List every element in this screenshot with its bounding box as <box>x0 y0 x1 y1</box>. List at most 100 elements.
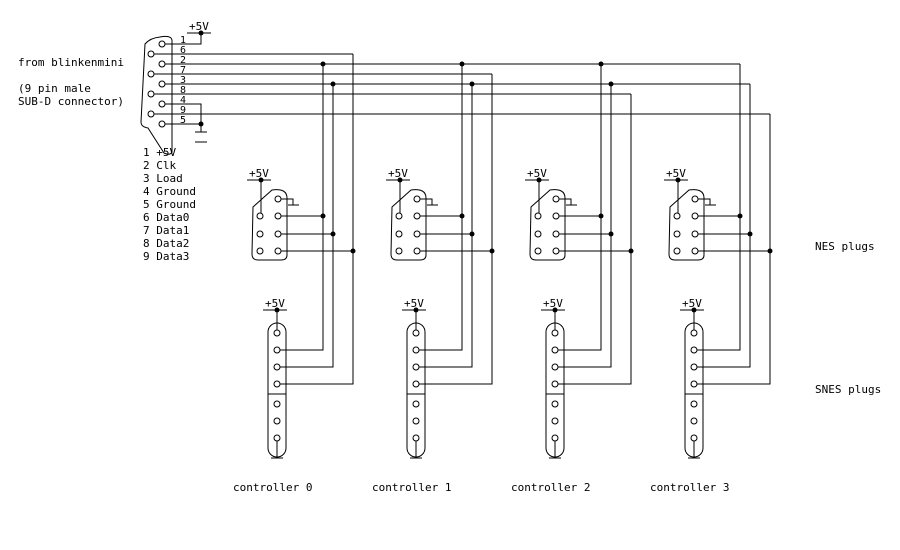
sub-d-pin-number: 1 <box>180 35 186 46</box>
pin-contact <box>551 434 559 442</box>
pin-contact <box>147 50 155 58</box>
pin-contact <box>147 70 155 78</box>
pin-contact <box>690 380 698 388</box>
vcc-label: +5V <box>666 167 686 180</box>
pin-contact <box>413 247 421 255</box>
signal-bus <box>190 53 771 384</box>
sub-d-pin-number: 4 <box>180 95 186 106</box>
pin-legend-item: 2 Clk <box>143 159 176 172</box>
pin-contact <box>673 212 681 220</box>
pin-contact <box>673 247 681 255</box>
pin-contact <box>691 212 699 220</box>
pin-contact <box>552 230 560 238</box>
pin-contact <box>412 346 420 354</box>
pin-contact <box>412 363 420 371</box>
snes-load-wire <box>558 357 612 368</box>
pin-contact <box>551 329 559 337</box>
controller-3-label: controller 3 <box>650 481 729 494</box>
pin-contact <box>551 417 559 425</box>
junction-dot <box>747 231 753 237</box>
vcc-label: +5V <box>249 167 269 180</box>
pin-contact <box>256 212 264 220</box>
pin-contact <box>158 40 166 48</box>
junction-dot <box>628 248 634 254</box>
pin-contact <box>273 346 281 354</box>
nes-plug-shell <box>668 189 705 261</box>
snes-load-wire <box>419 357 473 368</box>
pin-legend-item: 9 Data3 <box>143 250 189 263</box>
vcc-label: +5V <box>265 297 285 310</box>
pin-contact <box>691 195 699 203</box>
pin-contact <box>395 247 403 255</box>
pin-contact <box>412 434 420 442</box>
pin-contact <box>551 400 559 408</box>
nes-plug-shell <box>529 189 566 261</box>
snes-clock-wire <box>558 340 602 351</box>
pin-contact <box>551 346 559 354</box>
sub-d-pin-number: 5 <box>180 115 186 126</box>
snes-plug: +5V <box>541 297 632 459</box>
vcc-label: +5V <box>527 167 547 180</box>
ground-wire <box>559 198 572 205</box>
source-subtitle-1: (9 pin male <box>18 82 91 95</box>
junction-dot <box>320 213 326 219</box>
junction-dot <box>459 213 465 219</box>
junction-dot <box>469 231 475 237</box>
junction-dot <box>489 248 495 254</box>
nes-plug: +5V <box>386 167 495 261</box>
pin-legend-item: 7 Data1 <box>143 224 189 237</box>
pin-contact <box>412 400 420 408</box>
sub-d-pin-number: 7 <box>180 65 186 76</box>
pin-contact <box>158 60 166 68</box>
junction-dot <box>608 81 614 87</box>
nes-plug: +5V <box>664 167 773 261</box>
pin-contact <box>552 212 560 220</box>
nes-plugs-label: NES plugs <box>815 240 875 253</box>
pin-contact <box>158 80 166 88</box>
pin-contact <box>413 195 421 203</box>
pin-contact <box>273 363 281 371</box>
snes-data-wire <box>558 374 632 385</box>
controller-0-label: controller 0 <box>233 481 312 494</box>
vcc-wire <box>190 33 202 45</box>
pin-contact <box>274 195 282 203</box>
pin-contact <box>534 230 542 238</box>
controller-2-plugs: +5V +5V <box>525 167 634 459</box>
pin-contact <box>158 100 166 108</box>
controller-plugs: +5V+5V+5V+5V+5V+5V+5V+5V <box>247 167 773 459</box>
junction-dot <box>320 61 326 67</box>
junction-dot <box>330 231 336 237</box>
controller-1-label: controller 1 <box>372 481 451 494</box>
snes-data-wire <box>280 374 354 385</box>
pin-legend-item: 4 Ground <box>143 185 196 198</box>
pin-contact <box>673 230 681 238</box>
source-title: from blinkenmini <box>18 56 124 69</box>
pin-contact <box>273 400 281 408</box>
pin-contact <box>395 230 403 238</box>
pin-contact <box>273 380 281 388</box>
pin-contact <box>273 434 281 442</box>
pin-contact <box>691 247 699 255</box>
pin-contact <box>395 212 403 220</box>
pin-legend-item: 3 Load <box>143 172 183 185</box>
junction-dot <box>608 231 614 237</box>
pin-legend: 1 +5V 2 Clk 3 Load 4 Ground 5 Ground 6 D… <box>143 146 196 263</box>
pin-contact <box>690 400 698 408</box>
pin-contact <box>690 434 698 442</box>
ground-wire <box>281 198 294 205</box>
pin-contact <box>412 417 420 425</box>
pin-contact <box>274 247 282 255</box>
junction-dot <box>767 248 773 254</box>
pin-contact <box>273 329 281 337</box>
pin-contact <box>690 417 698 425</box>
junction-dot <box>469 81 475 87</box>
pin-contact <box>551 363 559 371</box>
pin-legend-item: 8 Data2 <box>143 237 189 250</box>
pin-contact <box>412 380 420 388</box>
pin-contact <box>158 120 166 128</box>
ground-wire <box>420 198 433 205</box>
ground-tie <box>190 103 202 124</box>
sub-d-pin-number: 8 <box>180 85 186 96</box>
snes-plug: +5V <box>263 297 354 459</box>
nes-plug: +5V <box>247 167 356 261</box>
